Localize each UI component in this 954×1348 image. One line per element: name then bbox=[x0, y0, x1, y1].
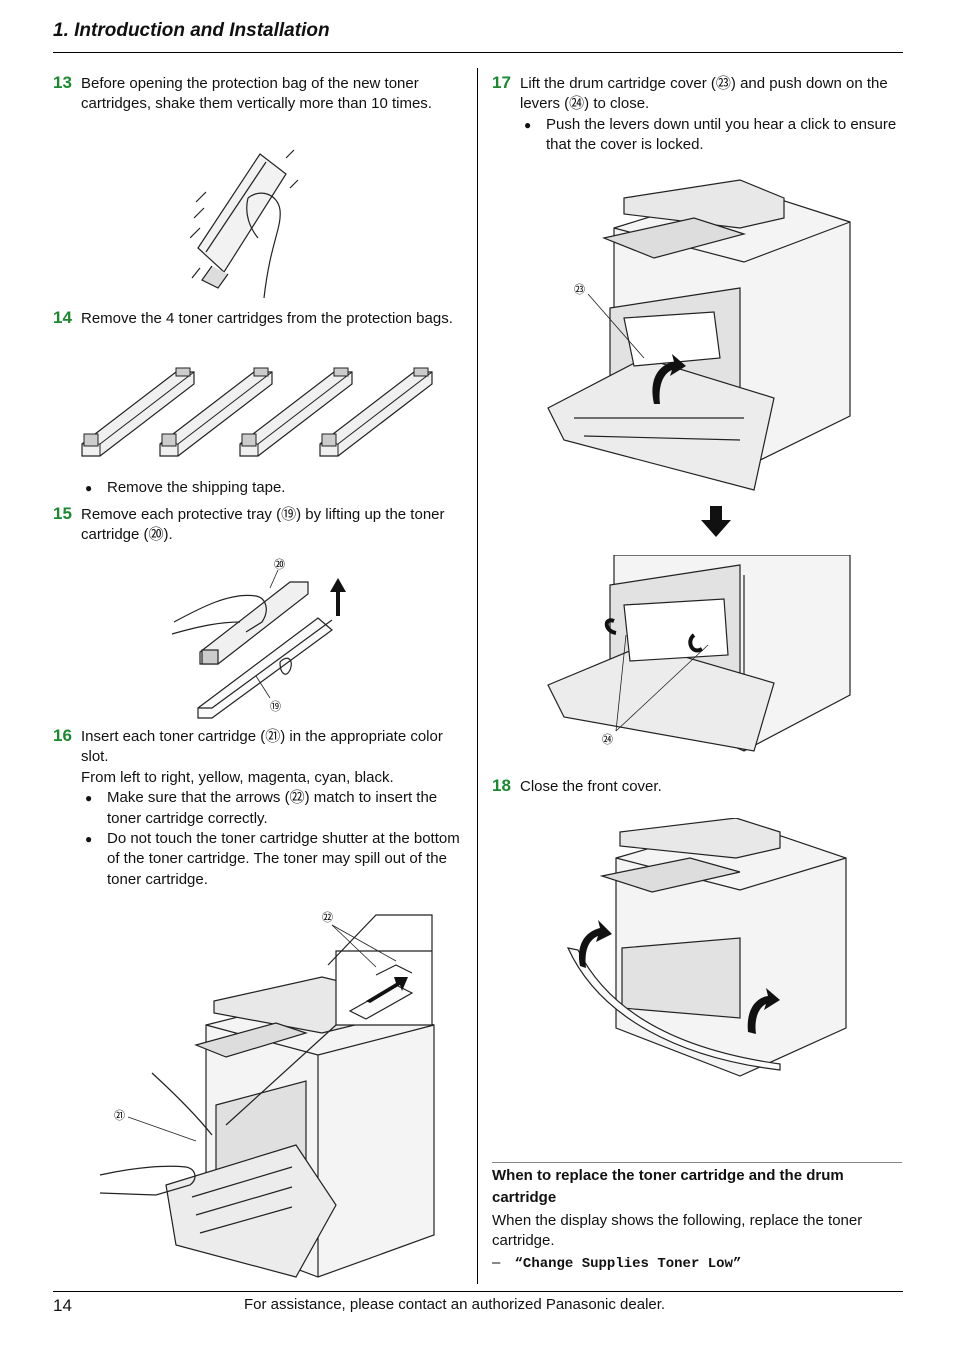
callout-23: ⑲ bbox=[270, 700, 281, 713]
callout-27: ㉓ bbox=[574, 283, 585, 296]
step-16: 16 Insert each toner cartridge (㉑) in th… bbox=[53, 726, 463, 890]
shake-cartridge-illustration bbox=[190, 148, 300, 298]
page-number: 14 bbox=[53, 1296, 72, 1315]
step-number: 13 bbox=[53, 73, 72, 92]
step-14-bullets: Remove the shipping tape. bbox=[53, 478, 463, 499]
step-17: 17 Lift the drum cartridge cover (㉓) and… bbox=[492, 73, 902, 156]
note-text: When the display shows the following, re… bbox=[492, 1212, 863, 1250]
bullet-item: Do not touch the toner cartridge shutter… bbox=[81, 829, 463, 890]
dash: – bbox=[492, 1254, 501, 1271]
step-number: 16 bbox=[53, 726, 72, 745]
footer-rule bbox=[53, 1291, 903, 1292]
close-front-cover-illustration bbox=[560, 818, 852, 1080]
bullet-item: Push the levers down until you hear a cl… bbox=[520, 115, 902, 156]
step-text: Remove each protective tray (⑲) by lifti… bbox=[81, 506, 445, 544]
step-15: 15 Remove each protective tray (⑲) by li… bbox=[53, 504, 463, 546]
column-divider bbox=[477, 68, 478, 1284]
remove-protective-tray-illustration: ⑳ ⑲ bbox=[170, 552, 350, 720]
header-rule bbox=[53, 52, 903, 53]
callout-28: ㉔ bbox=[602, 733, 613, 746]
step-number: 14 bbox=[53, 308, 72, 327]
note-heading: When to replace the toner cartridge and … bbox=[492, 1167, 844, 1206]
insert-toner-illustration: ㉒ ㉑ bbox=[96, 905, 441, 1285]
step-number: 15 bbox=[53, 504, 72, 523]
step-text: Before opening the protection bag of the… bbox=[81, 75, 432, 113]
note-rule bbox=[492, 1162, 902, 1163]
step-18: 18 Close the front cover. bbox=[492, 776, 902, 797]
bullet-item: Remove the shipping tape. bbox=[81, 478, 463, 499]
step-text: Close the front cover. bbox=[520, 778, 662, 795]
step-text: Remove the 4 toner cartridges from the p… bbox=[81, 310, 453, 327]
bullet-item: Make sure that the arrows (㉒) match to i… bbox=[81, 788, 463, 829]
callout-25: ㉑ bbox=[114, 1109, 125, 1122]
lift-drum-cover-illustration: ㉓ bbox=[544, 178, 856, 496]
callout-26: ㉒ bbox=[322, 911, 333, 924]
footer-text: For assistance, please contact an author… bbox=[244, 1296, 666, 1313]
display-message: “Change Supplies Toner Low” bbox=[514, 1256, 742, 1272]
step-text-colors: From left to right, yellow, magenta, cya… bbox=[81, 768, 394, 786]
down-arrow bbox=[700, 506, 732, 538]
display-message-line: – “Change Supplies Toner Low” bbox=[492, 1253, 902, 1274]
step-text: Insert each toner cartridge (㉑) in the a… bbox=[81, 728, 443, 766]
push-levers-illustration: ㉔ bbox=[544, 555, 856, 755]
step-number: 18 bbox=[492, 776, 511, 795]
page-header-title: 1. Introduction and Installation bbox=[53, 20, 330, 41]
step-14: 14 Remove the 4 toner cartridges from th… bbox=[53, 308, 463, 329]
four-toner-cartridges-illustration bbox=[76, 362, 438, 466]
step-text: Lift the drum cartridge cover (㉓) and pu… bbox=[520, 75, 888, 113]
step-number: 17 bbox=[492, 73, 511, 92]
callout-24: ⑳ bbox=[274, 558, 285, 571]
step-13: 13 Before opening the protection bag of … bbox=[53, 73, 463, 115]
